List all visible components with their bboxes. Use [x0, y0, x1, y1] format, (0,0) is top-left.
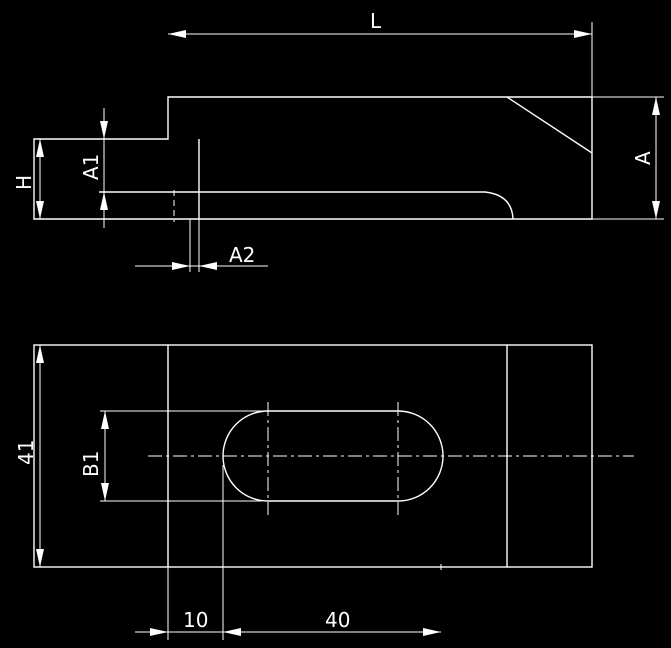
dimension-A-label: A — [631, 151, 655, 165]
dimension-H: H — [12, 139, 44, 219]
top-view — [33, 344, 634, 570]
dimension-A2: A2 — [135, 219, 268, 272]
dimension-A1-label: A1 — [79, 154, 103, 180]
dimension-L: L — [168, 9, 593, 97]
dimension-B1-label: B1 — [79, 451, 103, 477]
dimension-41-label: 41 — [14, 440, 38, 465]
dimension-A1: A1 — [79, 108, 108, 228]
side-view — [33, 96, 593, 222]
side-view-slot-line — [99, 191, 514, 220]
dimension-40-label: 40 — [325, 608, 350, 632]
dimension-H-label: H — [12, 175, 36, 190]
side-view-chamfer — [506, 96, 593, 154]
dimension-10-40: 10 40 — [135, 465, 441, 640]
dimension-10-label: 10 — [183, 608, 208, 632]
dimension-A2-label: A2 — [229, 243, 255, 267]
dimension-B1: B1 — [79, 410, 268, 502]
dimension-A: A — [592, 96, 664, 220]
dimension-41: 41 — [14, 345, 44, 567]
side-view-outline — [33, 96, 593, 220]
slot-outline — [222, 410, 444, 502]
dimension-L-label: L — [370, 9, 382, 33]
